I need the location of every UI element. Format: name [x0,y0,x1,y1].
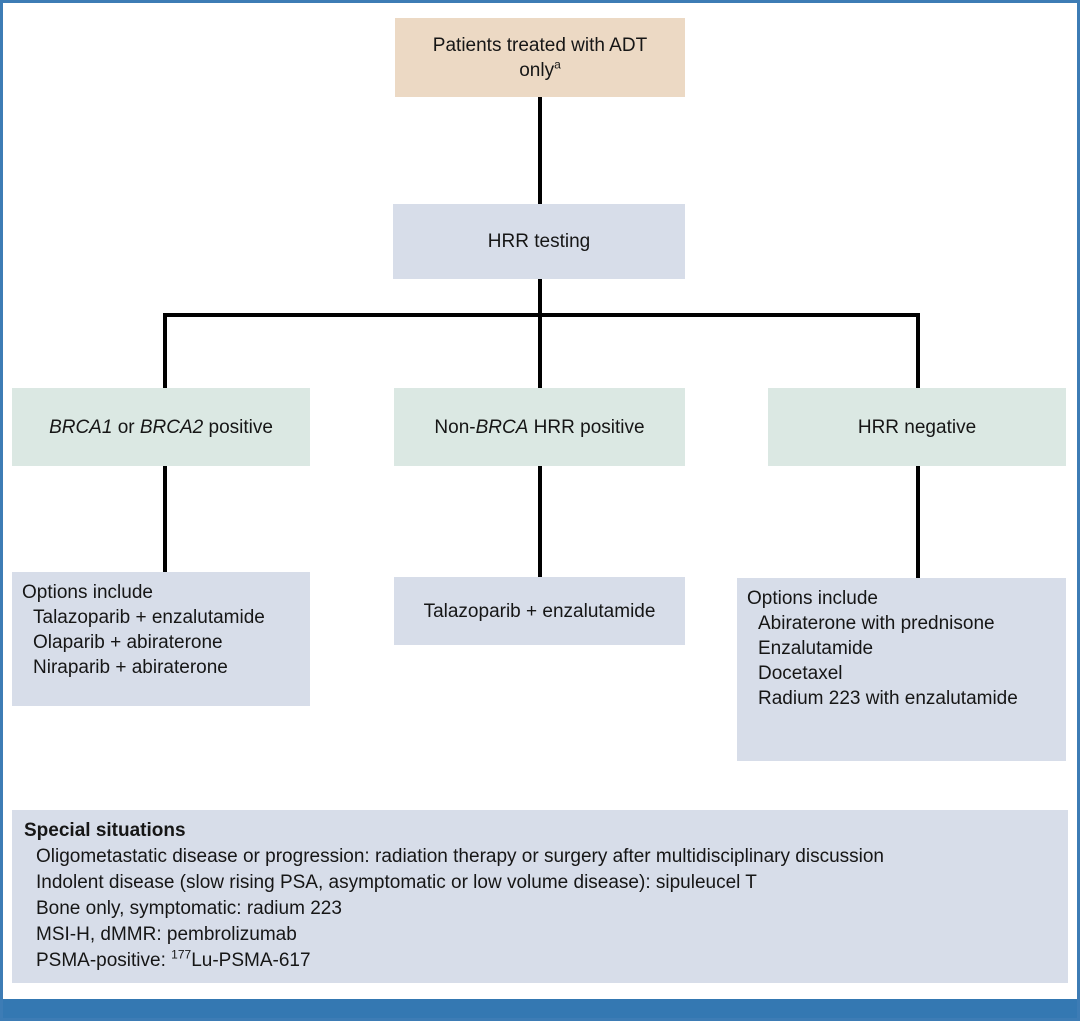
options-title: Options include [747,588,878,609]
node-hrr-negative-options: Options include Abiraterone with prednis… [737,578,1066,761]
node-non-brca-positive: Non-BRCA HRR positive [394,388,685,466]
footer-accent-bar [3,999,1077,1018]
connector-rail-to-nonbrca [538,313,542,388]
option-item: Niraparib + abiraterone [33,657,228,678]
special-situations-title: Special situations [24,820,186,841]
node-brca-positive: BRCA1 or BRCA2 positive [12,388,310,466]
connector-hrrneg-to-options [916,466,920,578]
isotope-superscript: 177 [171,947,192,962]
brca-positive-label: BRCA1 or BRCA2 positive [49,416,273,438]
node-non-brca-option: Talazoparib + enzalutamide [394,577,685,645]
footnote-marker: a [554,57,561,72]
special-situation-item-psma: PSMA-positive: 177Lu-PSMA-617 [36,947,311,971]
option-item: Talazoparib + enzalutamide [33,607,265,628]
special-situation-item: Indolent disease (slow rising PSA, asymp… [36,872,757,893]
special-situation-item: Bone only, symptomatic: radium 223 [36,898,342,919]
special-situation-item: Oligometastatic disease or progression: … [36,846,884,867]
connector-rail-to-hrrneg [916,313,920,388]
options-title: Options include [22,582,153,603]
root-label-line1: Patients treated with ADT [432,34,648,56]
non-brca-option-label: Talazoparib + enzalutamide [423,600,656,622]
non-brca-positive-label: Non-BRCA HRR positive [434,416,645,438]
option-item: Abiraterone with prednisone [758,613,995,634]
option-item: Docetaxel [758,663,843,684]
node-root-adt: Patients treated with ADT onlya [395,18,685,97]
connector-brca-to-options [163,466,167,572]
node-brca-options: Options include Talazoparib + enzalutami… [12,572,310,706]
connector-root-to-test [538,96,542,204]
connector-test-to-rail [538,279,542,313]
option-item: Enzalutamide [758,638,874,659]
special-situation-item: MSI-H, dMMR: pembrolizumab [36,924,297,945]
connector-nonbrca-to-options [538,466,542,577]
hrr-negative-label: HRR negative [857,416,977,438]
root-label: Patients treated with ADT onlya [433,33,647,83]
node-hrr-testing: HRR testing [393,204,685,279]
root-label-line2: onlya [519,57,561,81]
special-situations-panel: Special situations Oligometastatic disea… [12,810,1068,983]
option-item: Olaparib + abiraterone [33,632,223,653]
node-hrr-negative: HRR negative [768,388,1066,466]
option-item: Radium 223 with enzalutamide [758,688,1018,709]
connector-rail-to-brca [163,313,167,388]
hrr-testing-label: HRR testing [487,231,591,252]
